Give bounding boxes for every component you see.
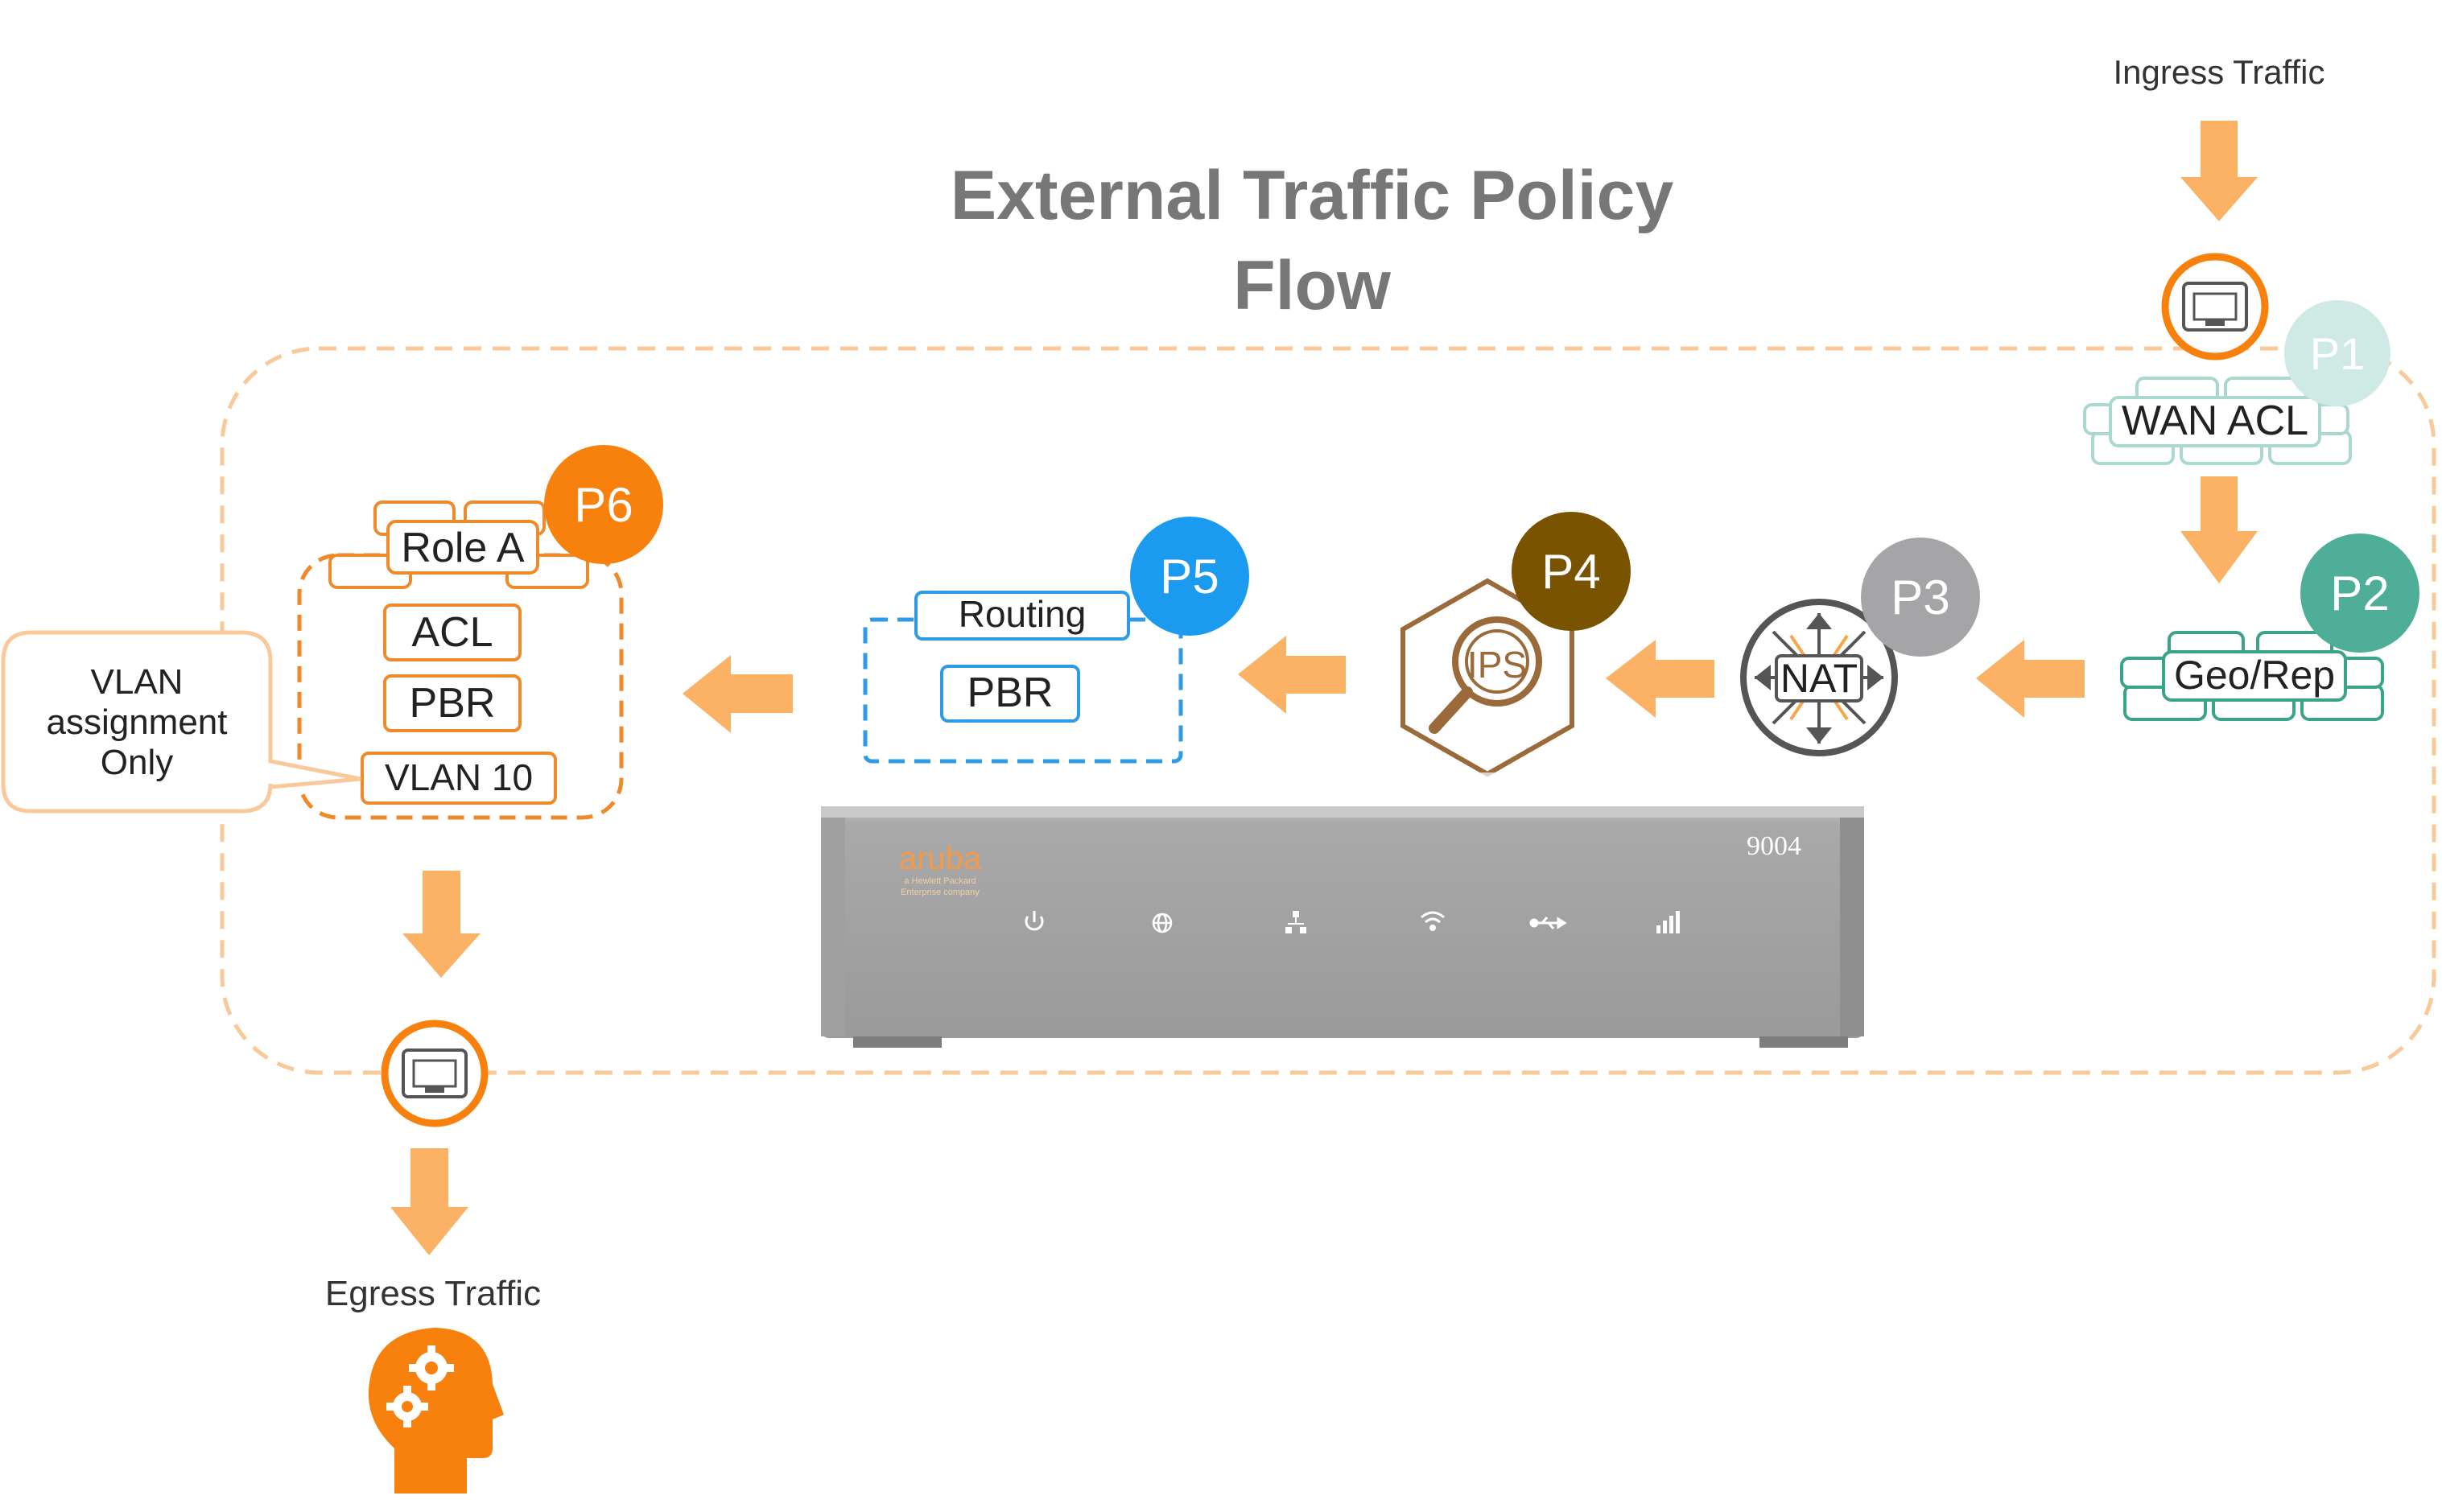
p2-label: Geo/Rep <box>2174 653 2335 698</box>
p2-badge <box>2300 534 2419 653</box>
p1-label: WAN ACL <box>2122 398 2308 444</box>
p3-badge <box>1861 538 1980 657</box>
p6-vlan-box <box>361 752 557 805</box>
device-brand: aruba <box>899 841 982 876</box>
egress-port-icon <box>381 1020 489 1127</box>
p1-badge-text: P1 <box>2310 328 2366 379</box>
p1-badge <box>2284 300 2390 406</box>
ingress-label: Ingress Traffic <box>2114 53 2325 91</box>
p2-geo-rep-stage: Geo/Rep <box>2120 631 2384 721</box>
flow-arrow-p4-p5 <box>1238 636 1346 714</box>
p5-dashed-box <box>863 617 1183 764</box>
p3-label: NAT <box>1780 656 1858 701</box>
p6-role-box <box>386 520 539 575</box>
flow-arrow-p2-p3 <box>1976 640 2085 718</box>
diagram-title-line1: External Traffic Policy <box>951 157 1674 234</box>
p6-vlan-label: VLAN 10 <box>385 756 533 798</box>
flow-arrow-egress <box>390 1148 468 1255</box>
p5-routing-box <box>914 591 1130 641</box>
device-tagline1: a Hewlett Packard <box>904 876 976 886</box>
diagram-title-line2: Flow <box>1233 247 1392 324</box>
callout-line1: VLAN <box>91 662 184 702</box>
p2-label-box <box>2162 650 2347 702</box>
flow-arrow-p1-p2 <box>2180 476 2258 583</box>
flow-arrow-p6-egress <box>402 871 481 978</box>
usb-led-icon <box>1529 917 1567 929</box>
globe-led-icon <box>1152 913 1173 933</box>
p6-badge-text: P6 <box>574 478 633 532</box>
p5-routing-stage: Routing PBR <box>863 591 1183 764</box>
flow-arrow-p3-p4 <box>1606 640 1714 718</box>
signal-led-icon <box>1656 911 1680 933</box>
device-model: 9004 <box>1747 831 1801 861</box>
network-led-icon <box>1285 911 1306 933</box>
power-led-icon <box>1025 911 1044 931</box>
p1-wan-acl-stage: WAN ACL <box>2083 377 2352 465</box>
callout-line3: Only <box>101 743 173 782</box>
ingress-arrow <box>2180 121 2258 221</box>
p5-pbr-label: PBR <box>967 669 1054 716</box>
device-tagline2: Enterprise company <box>901 888 980 897</box>
ingress-port-icon <box>2161 253 2269 360</box>
vlan-assignment-callout: VLAN assignment Only <box>1 630 361 814</box>
p6-acl-label: ACL <box>411 609 493 656</box>
aruba-9004-device: aruba a Hewlett Packard Enterprise compa… <box>810 772 1896 1048</box>
head-gears-icon <box>368 1328 504 1493</box>
p1-label-box <box>2109 396 2321 447</box>
p3-nat-icon: NAT <box>1740 599 1898 756</box>
p4-label: IPS <box>1467 644 1527 686</box>
p6-pbr-box <box>383 674 522 732</box>
p4-badge-text: P4 <box>1541 545 1600 599</box>
p2-badge-text: P2 <box>2330 566 2389 620</box>
egress-label: Egress Traffic <box>325 1274 541 1313</box>
p5-routing-label: Routing <box>959 593 1087 635</box>
p6-dashed-box <box>297 553 624 820</box>
wifi-led-icon <box>1421 911 1445 931</box>
flow-arrow-p5-p6 <box>683 655 793 733</box>
p6-role-stage: Role A ACL PBR VLAN 10 <box>297 501 624 820</box>
p5-pbr-box <box>940 665 1080 723</box>
callout-line2: assignment <box>46 702 227 742</box>
p3-badge-text: P3 <box>1891 571 1949 624</box>
p3-label-box <box>1775 654 1863 702</box>
p6-role-label: Role A <box>401 525 525 571</box>
p5-badge-text: P5 <box>1160 550 1219 604</box>
p6-badge <box>544 445 663 564</box>
p6-pbr-label: PBR <box>410 680 496 727</box>
p4-badge <box>1512 512 1631 631</box>
device-body <box>821 806 1864 1038</box>
p5-badge <box>1130 517 1249 636</box>
p6-acl-box <box>383 604 522 661</box>
